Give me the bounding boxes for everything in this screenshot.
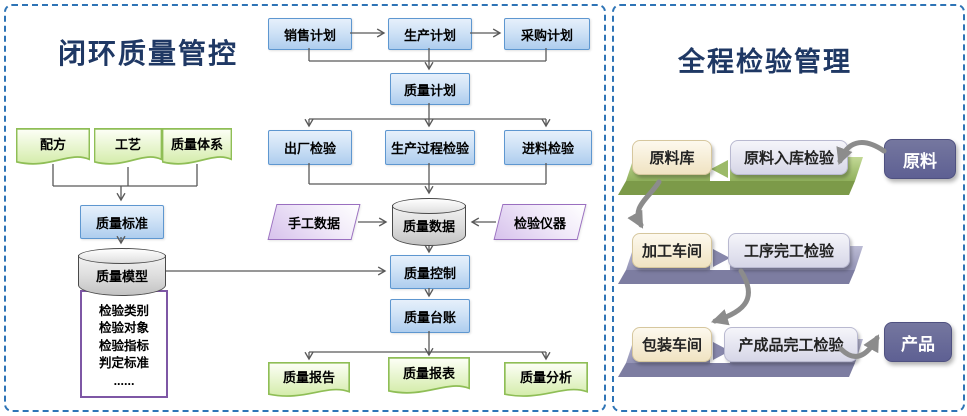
doc-quality-sheet: 质量报表 [388,357,470,397]
node-factory-inspection: 出厂检验 [268,130,352,165]
node-raw-material: 原料 [884,139,956,179]
model-detail-line: 检验类别 [98,303,149,318]
model-detail-box: 检验类别 检验对象 检验指标 判定标准 ...... [80,290,168,398]
node-inspection-instrument: 检验仪器 [493,204,587,240]
node-purchase-plan: 采购计划 [504,18,590,50]
node-raw-material-warehouse: 原料库 [632,140,712,175]
node-sales-plan: 销售计划 [268,18,352,50]
doc-quality-report: 质量报告 [268,362,350,400]
node-processing-workshop: 加工车间 [632,233,712,268]
node-quality-control: 质量控制 [390,255,470,289]
model-detail-line: 检验指标 [98,338,149,353]
doc-recipe: 配方 [16,128,90,168]
node-quality-standard: 质量标准 [80,205,164,239]
node-quality-ledger: 质量台账 [390,299,470,333]
node-quality-plan: 质量计划 [390,73,470,105]
node-raw-material-inbound-inspection: 原料入库检验 [730,140,848,175]
right-panel-title: 全程检验管理 [678,47,852,77]
model-detail-line: 判定标准 [98,356,149,370]
model-detail-line: ...... [113,373,135,388]
node-manual-data: 手工数据 [267,204,361,240]
node-incoming-inspection: 进料检验 [504,130,592,165]
node-production-plan: 生产计划 [388,18,472,50]
document-shape-icon [388,357,470,394]
document-shape-icon [268,362,350,397]
model-detail-line: 检验对象 [98,321,149,335]
node-finished-product-inspection: 产成品完工检验 [724,327,858,362]
chevron-right-icon [713,342,730,360]
node-packaging-workshop: 包装车间 [632,327,712,362]
node-quality-model-cylinder: 质量模型 [78,248,166,296]
chevron-right-icon [713,249,730,267]
doc-quality-system: 质量体系 [162,128,232,168]
left-panel-title: 闭环质量管控 [58,38,239,69]
document-shape-icon [16,128,90,165]
node-process-completion-inspection: 工序完工检验 [728,233,850,268]
document-shape-icon [94,128,162,165]
chevron-left-icon [711,160,728,178]
node-product: 产品 [884,322,952,362]
document-shape-icon [162,128,232,165]
node-quality-data-cylinder: 质量数据 [392,198,466,246]
doc-quality-analysis: 质量分析 [504,362,588,400]
document-shape-icon [504,362,588,397]
node-process-inspection: 生产过程检验 [385,130,475,165]
doc-craft: 工艺 [94,128,162,168]
